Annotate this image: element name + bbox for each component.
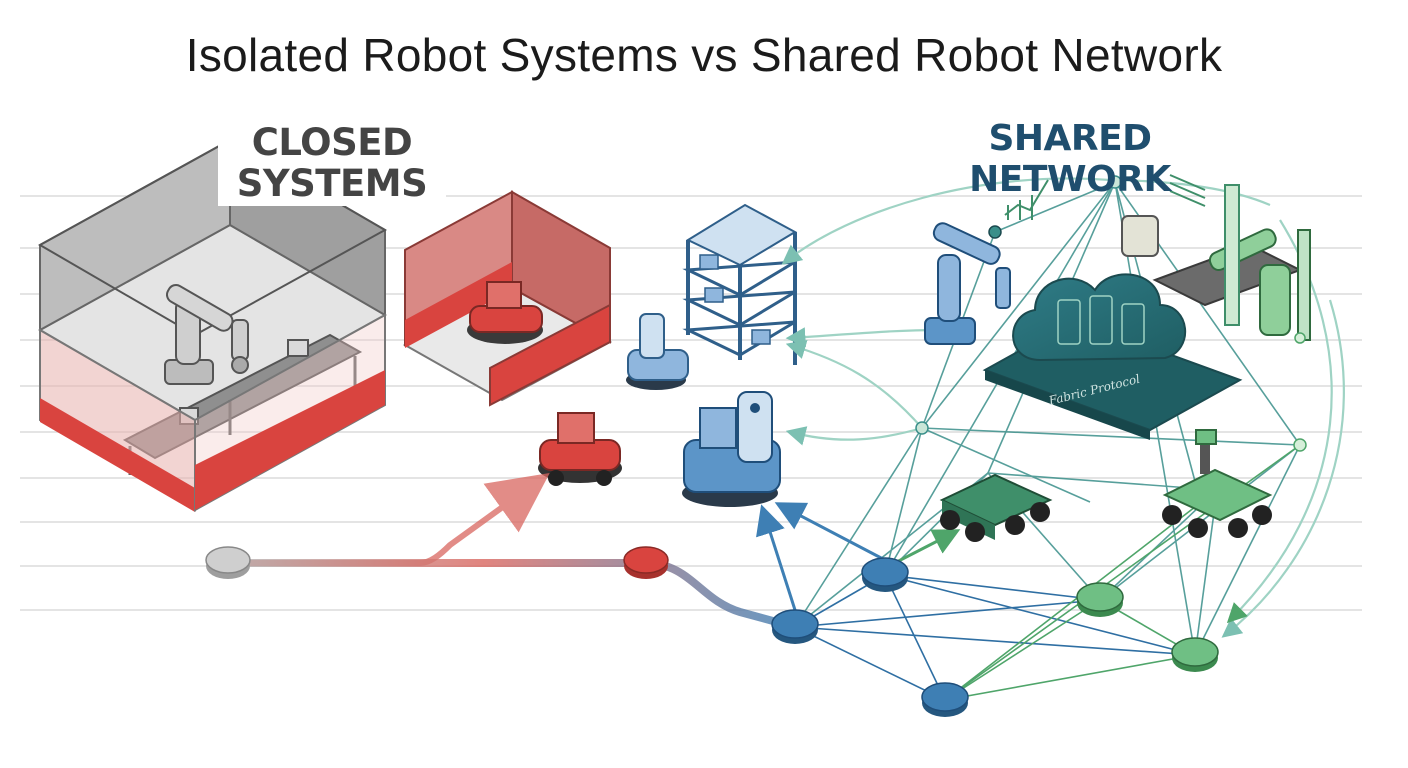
- closed-systems-label: CLOSED SYSTEMS: [218, 120, 446, 206]
- network-node-green: [1076, 582, 1124, 617]
- network-small-nodes: [915, 175, 1307, 452]
- network-node-blue: [921, 682, 969, 717]
- closed-label-line1: CLOSED: [251, 121, 413, 164]
- network-node-blue: [771, 609, 819, 644]
- shared-network-label: SHARED NETWORK: [969, 118, 1171, 200]
- network-node-blue: [861, 557, 909, 592]
- closed-label-line2: SYSTEMS: [236, 162, 428, 205]
- delivery-robot-icon: [538, 412, 622, 486]
- path-node-red: [623, 546, 669, 579]
- storage-shelf-icon: [682, 203, 798, 365]
- delivery-robot-icon: [467, 281, 543, 344]
- mobile-robot-icon: [626, 313, 689, 390]
- cloud-server-icon: Fabric Protocol: [982, 273, 1243, 440]
- chart-icon: [1004, 174, 1240, 326]
- page-title: Isolated Robot Systems vs Shared Robot N…: [185, 29, 1223, 81]
- rover-icon: [1162, 429, 1273, 538]
- closed-cell-icon: [402, 190, 613, 407]
- rover-icon: [939, 473, 1053, 542]
- network-node-green: [1171, 637, 1219, 672]
- robot-arm-icon: [164, 284, 249, 385]
- mobile-robot-icon: [682, 391, 781, 507]
- path-node-gray: [205, 546, 251, 579]
- robot-arm-icon: [924, 222, 1011, 345]
